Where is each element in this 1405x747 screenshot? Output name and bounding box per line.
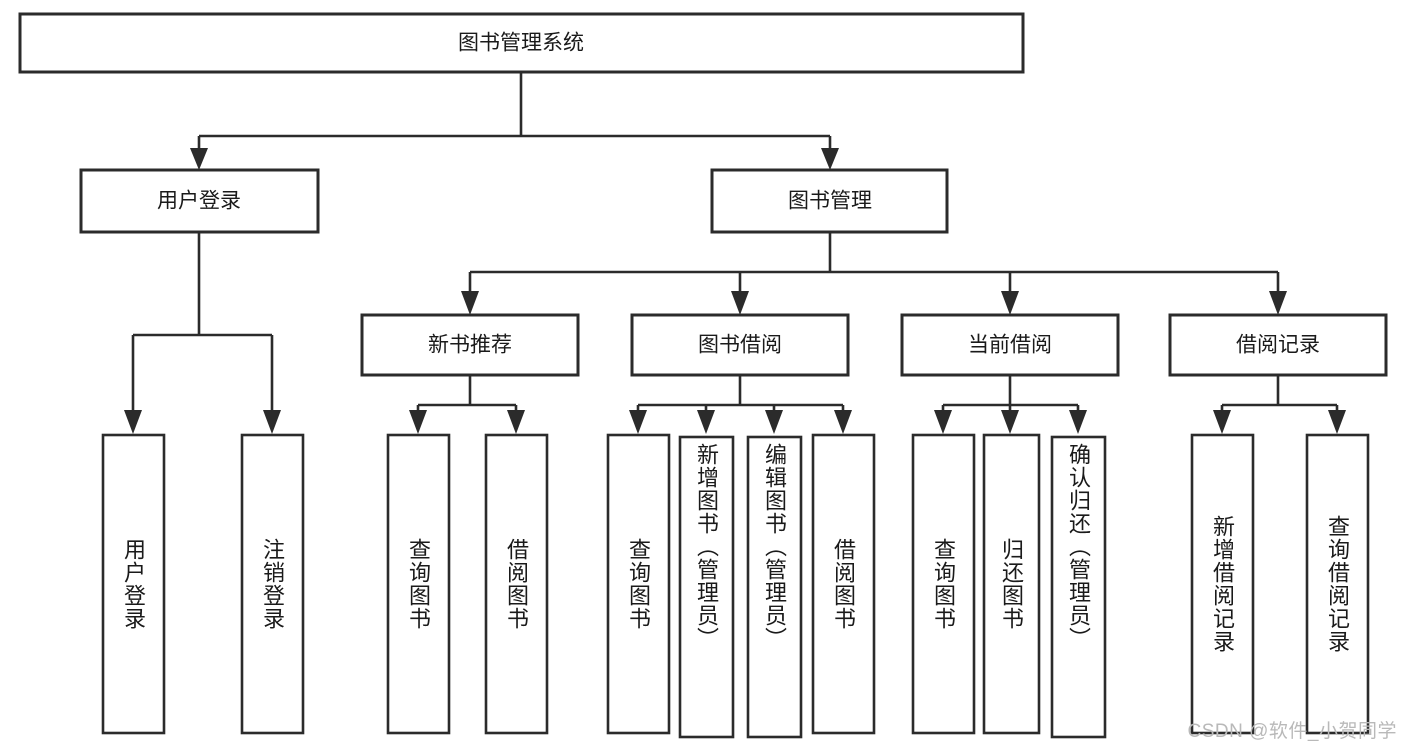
node-book-manage-box[interactable] [710,168,949,234]
arrow-head-new-book-recommend [461,291,479,315]
arrow-head-leaf-borrow-book-2 [834,410,852,434]
node-user-login[interactable]: 用户登录 [79,168,320,234]
arrow-head-leaf-query-record [1328,410,1346,434]
node-root-label: 图书管理系统 [458,32,584,55]
node-leaf-return-book-box[interactable] [982,433,1041,735]
arrow-head-leaf-return-book [1001,410,1019,434]
node-current-borrow[interactable]: 当前借阅 [900,313,1120,377]
arrow-head-book-manage [821,148,839,170]
node-leaf-edit-book-box[interactable] [746,435,803,739]
node-current-borrow-box[interactable] [900,313,1120,377]
node-user-login-box[interactable] [79,168,320,234]
arrow-head-current-borrow [1001,291,1019,315]
arrow-head-leaf-query-book-2 [629,410,647,434]
node-leaf-query-book-1-box[interactable] [386,433,451,735]
node-borrow-record-label: 借阅记录 [1236,334,1320,357]
node-root-box[interactable] [18,12,1025,74]
node-leaf-borrow-book-2-box[interactable] [811,433,876,735]
node-book-borrow-box[interactable] [630,313,850,377]
node-borrow-record-box[interactable] [1168,313,1388,377]
node-new-book-recommend[interactable]: 新书推荐 [360,313,580,377]
arrow-head-leaf-borrow-book-1 [507,410,525,434]
node-root[interactable]: 图书管理系统 [18,12,1025,74]
node-leaf-add-record-box[interactable] [1190,433,1255,735]
node-leaf-query-record-box[interactable] [1305,433,1370,735]
node-current-borrow-label: 当前借阅 [968,334,1052,357]
node-book-manage[interactable]: 图书管理 [710,168,949,234]
watermark-text: CSDN @软件_小贺同学 [1187,721,1397,742]
arrow-head-leaf-query-book-3 [934,410,952,434]
arrow-head-borrow-record [1269,291,1287,315]
arrow-head-leaf-edit-book [765,410,783,434]
node-book-manage-label: 图书管理 [788,190,872,213]
arrow-head-leaf-confirm-return [1069,410,1087,434]
node-leaf-query-book-3-box[interactable] [911,433,976,735]
node-leaf-confirm-return-box[interactable] [1050,435,1107,739]
node-leaf-query-book-2-box[interactable] [606,433,671,735]
node-book-borrow-label: 图书借阅 [698,334,782,357]
node-new-book-recommend-box[interactable] [360,313,580,377]
node-leaf-add-book-box[interactable] [678,435,735,739]
node-borrow-record[interactable]: 借阅记录 [1168,313,1388,377]
node-book-borrow[interactable]: 图书借阅 [630,313,850,377]
arrow-head-leaf-logout-login [263,410,281,434]
node-leaf-borrow-book-1-box[interactable] [484,433,549,735]
arrow-head-user-login [190,148,208,170]
node-user-login-label: 用户登录 [157,190,241,213]
connector-group [124,72,1346,434]
node-leaf-user-login-box[interactable] [101,433,166,735]
arrow-head-book-borrow [731,291,749,315]
node-new-book-recommend-label: 新书推荐 [428,334,512,357]
arrow-head-leaf-add-book [697,410,715,434]
arrow-head-leaf-add-record [1213,410,1231,434]
arrow-head-leaf-user-login [124,410,142,434]
node-leaf-logout-login-box[interactable] [240,433,305,735]
arrow-head-leaf-query-book-1 [409,410,427,434]
